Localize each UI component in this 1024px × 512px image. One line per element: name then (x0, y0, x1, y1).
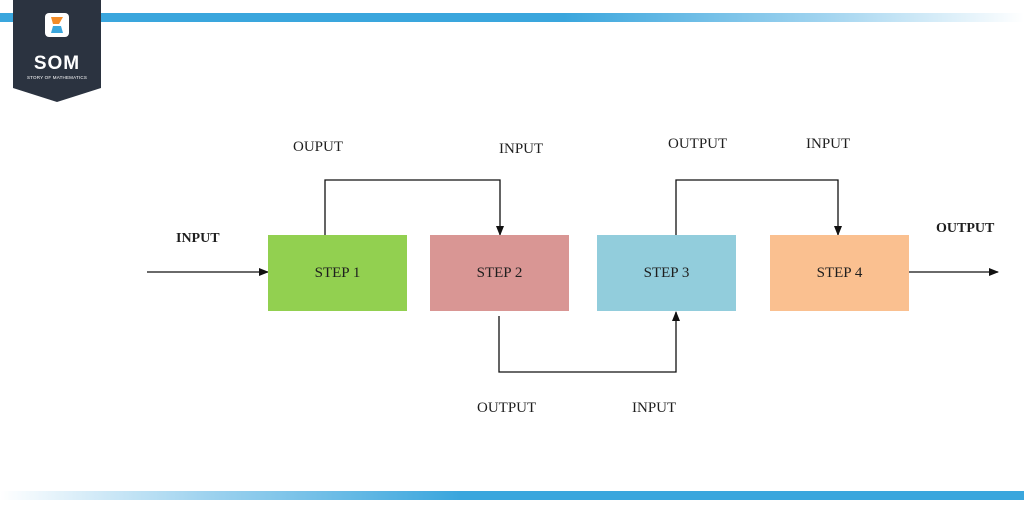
step-3-box: STEP 3 (597, 235, 736, 311)
step-4-label: STEP 4 (816, 264, 863, 281)
step3-to-step4-connector (675, 179, 842, 236)
som-logo: SOM STORY OF MATHEMATICS (13, 0, 101, 102)
step-4-box: STEP 4 (770, 235, 909, 311)
logo-tagline: STORY OF MATHEMATICS (26, 75, 88, 80)
step-1-label: STEP 1 (314, 264, 361, 281)
step2-to-step3-connector (498, 311, 680, 373)
step2-input-label: INPUT (499, 141, 544, 157)
step-2-box: STEP 2 (430, 235, 569, 311)
step3-input-label: INPUT (632, 400, 677, 416)
bottom-accent-bar (0, 491, 1024, 500)
som-logo-badge (13, 0, 101, 102)
step-2-label: STEP 2 (476, 264, 523, 281)
step1-output-label: OUPUT (293, 139, 344, 155)
step4-input-label: INPUT (806, 136, 851, 152)
logo-wordmark: SOM (33, 53, 81, 74)
main-input-label: INPUT (176, 231, 220, 246)
step2-output-label: OUTPUT (477, 400, 537, 416)
som-emblem-icon (45, 13, 69, 37)
step1-to-step2-connector (324, 179, 504, 236)
step3-output-label: OUTPUT (668, 136, 728, 152)
top-accent-bar (0, 13, 1024, 22)
main-output-label: OUTPUT (936, 221, 995, 236)
step-3-label: STEP 3 (643, 264, 690, 281)
step-1-box: STEP 1 (268, 235, 407, 311)
